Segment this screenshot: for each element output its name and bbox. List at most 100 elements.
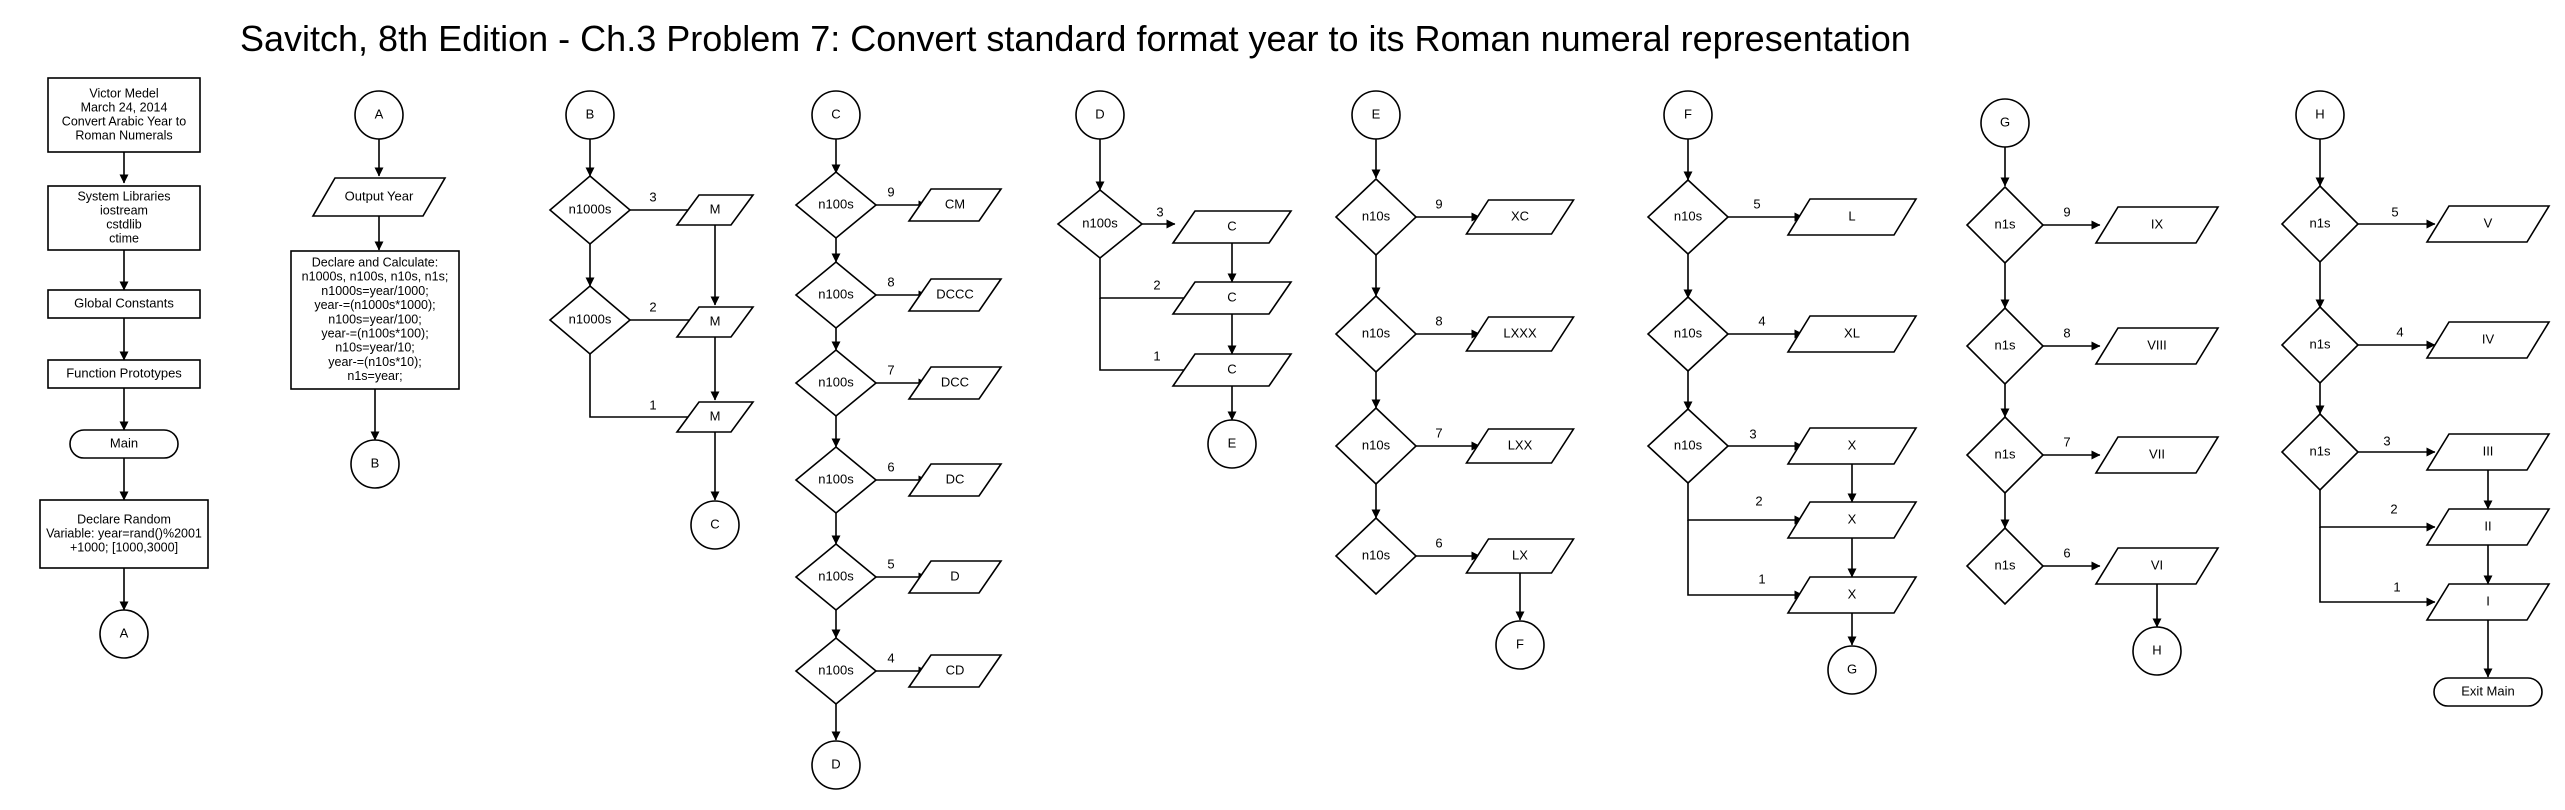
declare-calculate-box-line: year-=(n1000s*1000); — [314, 298, 435, 312]
connector-E — [1207, 419, 1257, 469]
numeral-M-label: M — [710, 313, 721, 328]
branch-digit-label: 3 — [2383, 433, 2390, 448]
connector-B — [565, 90, 615, 140]
connector-label-C: C — [831, 106, 840, 121]
declare-random-box-line: Declare Random — [77, 512, 171, 526]
function-prototypes-box — [47, 359, 201, 389]
branch-digit-label: 1 — [2393, 579, 2400, 594]
branch-digit-label: 9 — [887, 184, 894, 199]
connector-G — [1980, 98, 2030, 148]
decision-diamond — [548, 284, 632, 356]
flow-arrow — [1687, 483, 1804, 525]
branch-digit-label: 2 — [1755, 493, 1762, 508]
decision-diamond — [1965, 415, 2045, 495]
decision-label: n1s — [1995, 446, 2016, 461]
decision-label: n1s — [2310, 336, 2331, 351]
header-box — [47, 77, 201, 153]
global-constants-box — [47, 289, 201, 319]
decision-label: n100s — [818, 568, 854, 583]
decision-diamond — [1965, 526, 2045, 606]
numeral-X — [1786, 427, 1918, 465]
numeral-VIII-label: VIII — [2147, 337, 2167, 352]
decision-diamond — [2280, 305, 2360, 385]
numeral-XC — [1465, 199, 1575, 235]
decision-label: n100s — [1082, 215, 1118, 230]
branch-digit-label: 8 — [2063, 325, 2070, 340]
header-box-line: March 24, 2014 — [81, 100, 168, 114]
branch-digit-label: 3 — [1156, 204, 1163, 219]
decision-label: n1000s — [569, 201, 612, 216]
header-box-line: Victor Medel — [89, 86, 158, 100]
numeral-I — [2425, 583, 2551, 621]
exit-main-terminal-label: Exit Main — [2461, 683, 2514, 698]
numeral-IX — [2094, 206, 2220, 244]
decision-diamond — [1334, 406, 1418, 486]
decision-label: n100s — [818, 374, 854, 389]
libraries-box — [47, 185, 201, 251]
numeral-D-label: D — [950, 568, 959, 583]
numeral-C — [1171, 353, 1293, 387]
numeral-I-label: I — [2486, 593, 2490, 608]
numeral-X — [1786, 576, 1918, 614]
numeral-XL — [1786, 315, 1918, 353]
numeral-DC — [907, 463, 1003, 497]
branch-digit-label: 1 — [649, 397, 656, 412]
numeral-VII — [2094, 436, 2220, 474]
numeral-X-label: X — [1848, 586, 1857, 601]
branch-digit-label: 8 — [887, 274, 894, 289]
flow-arrow — [2319, 527, 2436, 607]
decision-diamond — [794, 348, 878, 418]
branch-digit-label: 2 — [1153, 277, 1160, 292]
decision-label: n10s — [1674, 437, 1703, 452]
connector-C — [690, 500, 740, 550]
connector-A — [354, 90, 404, 140]
flow-arrow — [2319, 490, 2436, 532]
decision-diamond — [548, 174, 632, 246]
branch-digit-label: 3 — [649, 189, 656, 204]
numeral-C — [1171, 210, 1293, 244]
branch-digit-label: 6 — [887, 459, 894, 474]
numeral-II-label: II — [2484, 518, 2491, 533]
connector-D — [811, 740, 861, 790]
function-prototypes-label: Function Prototypes — [66, 365, 182, 380]
numeral-V-label: V — [2484, 215, 2493, 230]
numeral-LXX-label: LXX — [1508, 437, 1533, 452]
numeral-XL-label: XL — [1844, 325, 1860, 340]
connector-A — [99, 609, 149, 659]
declare-calculate-box-line: n1s=year; — [347, 369, 402, 383]
connector-label-B: B — [586, 106, 595, 121]
numeral-C-label: C — [1227, 361, 1236, 376]
connector-label-E: E — [1372, 106, 1381, 121]
decision-label: n100s — [818, 471, 854, 486]
decision-label: n1s — [1995, 216, 2016, 231]
branch-digit-label: 2 — [2390, 501, 2397, 516]
decision-label: n10s — [1362, 208, 1391, 223]
declare-calculate-box — [290, 250, 460, 390]
numeral-III — [2425, 433, 2551, 471]
decision-label: n1s — [1995, 337, 2016, 352]
numeral-X-label: X — [1848, 511, 1857, 526]
numeral-CD-label: CD — [946, 662, 965, 677]
numeral-LX-label: LX — [1512, 547, 1528, 562]
branch-digit-label: 2 — [649, 299, 656, 314]
libraries-box-line: iostream — [100, 203, 148, 217]
connector-B — [350, 439, 400, 489]
numeral-X-label: X — [1848, 437, 1857, 452]
connector-label-B: B — [371, 455, 380, 470]
branch-digit-label: 9 — [2063, 204, 2070, 219]
decision-diamond — [1334, 294, 1418, 374]
branch-digit-label: 6 — [2063, 545, 2070, 560]
main-terminal — [69, 429, 179, 459]
decision-diamond — [1334, 516, 1418, 596]
numeral-M-label: M — [710, 201, 721, 216]
numeral-VIII — [2094, 327, 2220, 365]
numeral-DCCC-label: DCCC — [936, 286, 974, 301]
numeral-XC-label: XC — [1511, 208, 1529, 223]
numeral-V — [2425, 205, 2551, 243]
branch-digit-label: 5 — [2391, 204, 2398, 219]
decision-label: n10s — [1674, 208, 1703, 223]
decision-diamond — [1646, 178, 1730, 256]
declare-random-box-line: +1000; [1000,3000] — [70, 540, 178, 554]
main-terminal-label: Main — [110, 435, 138, 450]
decision-diamond — [1056, 188, 1144, 260]
